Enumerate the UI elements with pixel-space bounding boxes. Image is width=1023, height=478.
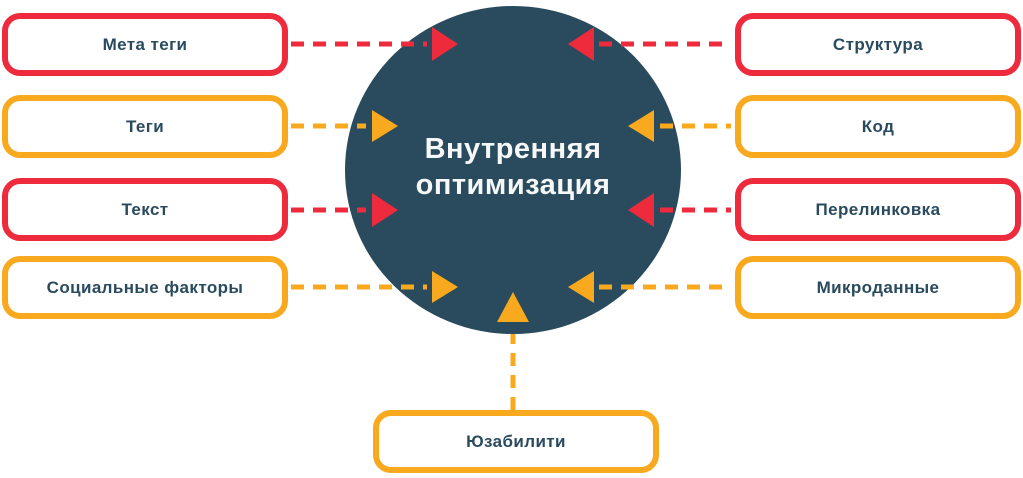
node-meta-tags-label: Мета теги — [102, 34, 188, 54]
center-circle — [345, 6, 681, 334]
node-interlinking: Перелинковка — [735, 178, 1021, 241]
center-title: Внутренняя оптимизация — [373, 131, 653, 203]
node-tags-label: Теги — [125, 116, 165, 136]
arrow-social-factors-icon — [432, 271, 458, 303]
node-microdata: Микроданные — [735, 256, 1021, 319]
node-text-label: Текст — [121, 199, 169, 219]
node-code: Код — [735, 95, 1021, 158]
node-tags: Теги — [2, 95, 288, 158]
arrow-usability-icon — [497, 292, 529, 322]
arrow-microdata-icon — [568, 271, 594, 303]
node-microdata-label: Микроданные — [816, 277, 940, 297]
center-title-line2: оптимизация — [415, 169, 611, 201]
node-structure: Структура — [735, 13, 1021, 76]
arrow-meta-tags-icon — [432, 27, 458, 61]
arrow-text-icon — [372, 193, 398, 227]
center-title-line1: Внутренняя — [424, 133, 602, 165]
node-interlinking-label: Перелинковка — [815, 199, 941, 219]
node-social-factors: Социальные факторы — [2, 256, 288, 319]
node-structure-label: Структура — [832, 34, 924, 54]
node-meta-tags: Мета теги — [2, 13, 288, 76]
arrow-tags-icon — [372, 110, 398, 142]
node-usability-label: Юзабилити — [466, 431, 566, 451]
arrow-interlinking-icon — [628, 193, 654, 227]
node-code-label: Код — [861, 116, 895, 136]
arrow-structure-icon — [568, 27, 594, 61]
node-text: Текст — [2, 178, 288, 241]
node-social-factors-label: Социальные факторы — [46, 277, 244, 297]
node-usability: Юзабилити — [373, 410, 659, 473]
arrow-code-icon — [628, 110, 654, 142]
